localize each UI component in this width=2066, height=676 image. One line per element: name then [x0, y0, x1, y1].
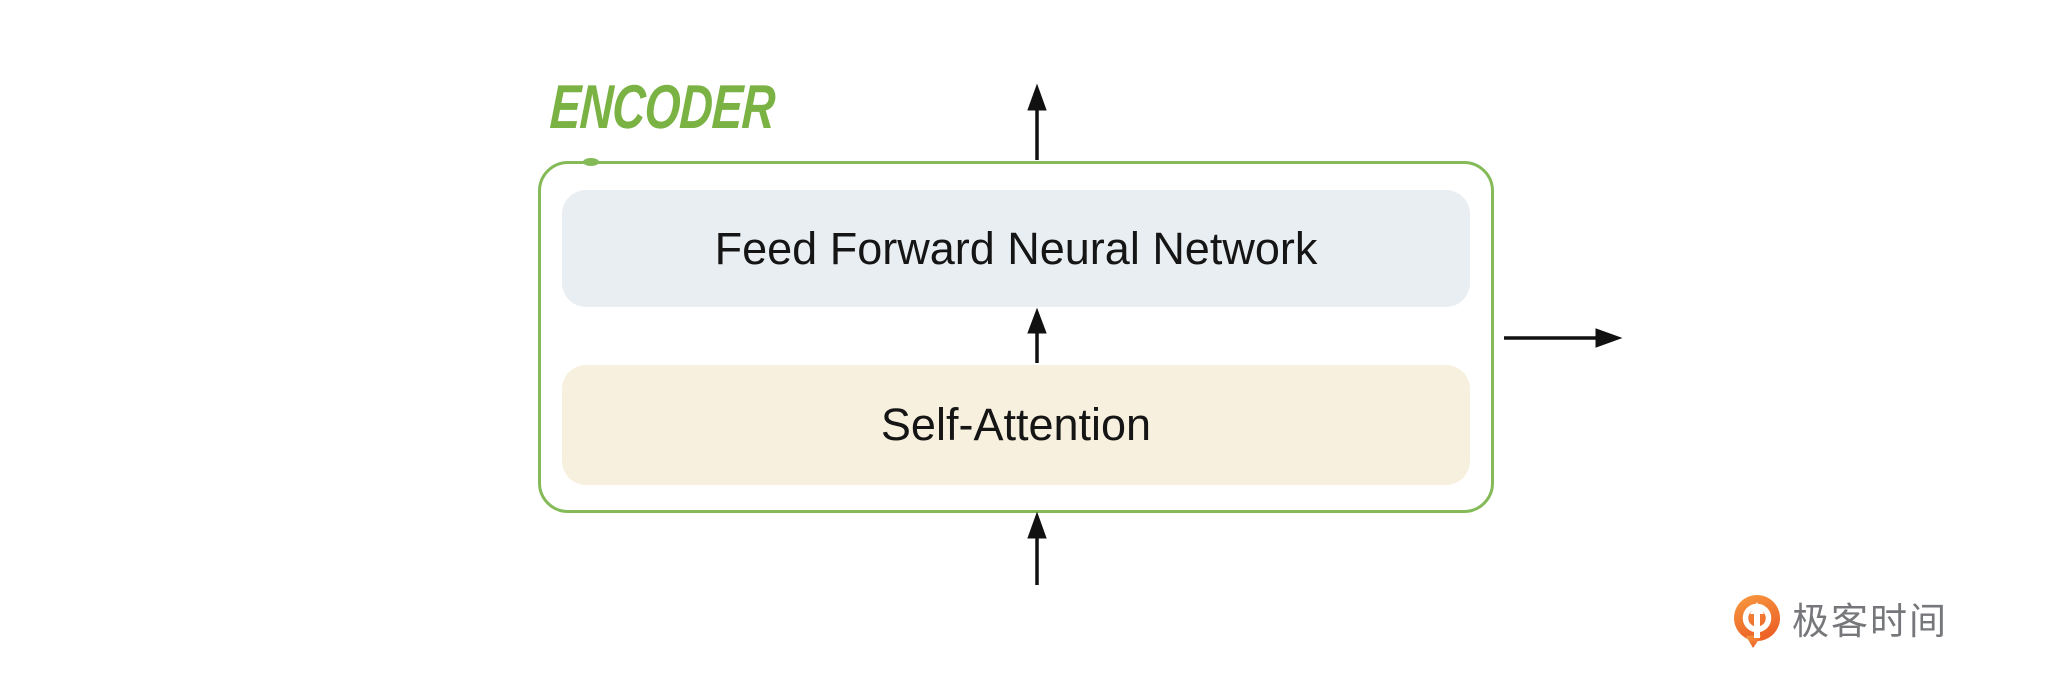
geektime-logo-text: 极客时间 [1792, 601, 1948, 642]
self-attention-block: Self-Attention [562, 365, 1470, 485]
feed-forward-block: Feed Forward Neural Network [562, 190, 1470, 307]
encoder-title: ENCODER [548, 73, 777, 142]
output-arrow-top [1027, 83, 1047, 160]
input-arrow-bottom [1027, 511, 1047, 585]
geektime-logo: 极客时间 [1732, 594, 1948, 650]
self-attention-label: Self-Attention [880, 399, 1152, 450]
geektime-pin-icon [1734, 595, 1780, 648]
output-arrow-right [1504, 328, 1623, 348]
feed-forward-label: Feed Forward Neural Network [714, 222, 1318, 274]
